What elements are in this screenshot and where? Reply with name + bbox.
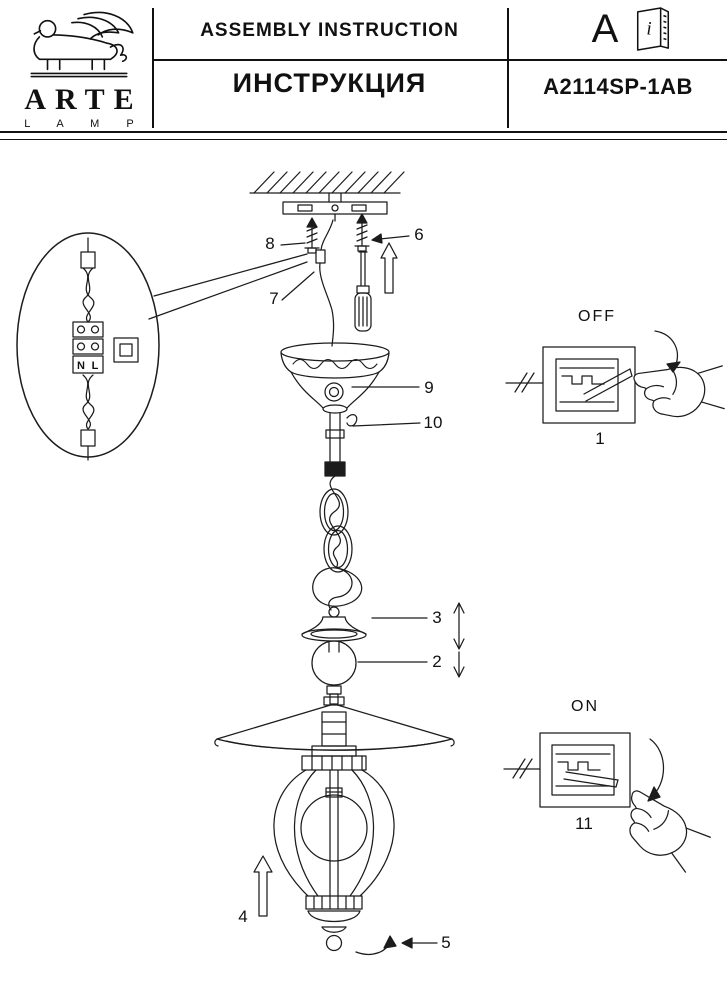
step-label-11: 11 xyxy=(575,814,593,833)
wiring-callout: N L xyxy=(16,232,308,461)
on-label: ON xyxy=(571,698,599,715)
terminal-l-label: L xyxy=(92,360,99,372)
part-label-3: 3 xyxy=(371,602,465,650)
screwdriver xyxy=(354,251,372,332)
flip-direction-arrow-icon xyxy=(647,786,661,802)
svg-text:9: 9 xyxy=(424,378,433,397)
model-number: A2114SP-1AB xyxy=(543,74,693,99)
header-titles: ASSEMBLY INSTRUCTION ИНСТРУКЦИЯ xyxy=(154,0,505,128)
insert-up-arrow-icon xyxy=(380,242,398,294)
switch-on-diagram: ON 11 xyxy=(503,698,713,880)
svg-text:6: 6 xyxy=(414,225,423,244)
part-label-9: 9 xyxy=(351,378,434,397)
brand-subtitle: L A M P xyxy=(24,118,146,130)
part-label-6: 6 xyxy=(371,225,424,244)
winged-lion-logo-icon xyxy=(30,11,134,78)
part-label-2: 2 xyxy=(357,651,465,678)
part-label-5: 5 xyxy=(401,933,451,952)
off-label: OFF xyxy=(578,308,616,325)
book-icon-letter: i xyxy=(647,19,652,40)
supply-wire-part-7 xyxy=(315,219,335,347)
svg-text:3: 3 xyxy=(432,608,441,627)
pointing-hand-icon xyxy=(633,365,725,418)
title-english: ASSEMBLY INSTRUCTION xyxy=(200,20,459,41)
lamp-socket xyxy=(311,711,357,757)
switch-off-diagram: OFF 1 xyxy=(505,308,725,448)
terminal-n-label: N xyxy=(77,360,85,372)
svg-text:2: 2 xyxy=(432,652,441,671)
bottom-finial-part-5 xyxy=(307,910,397,955)
flip-direction-arrow-icon xyxy=(666,361,681,373)
double-insulation-icon xyxy=(113,337,139,363)
rod-part-10 xyxy=(325,412,358,463)
header-bottom-rule-thick xyxy=(0,131,727,133)
screw-part-8 xyxy=(304,217,320,254)
header-middle-rule xyxy=(152,59,727,61)
lift-up-arrow-icon xyxy=(253,855,273,917)
lantern-cage xyxy=(273,755,395,910)
stem-connector xyxy=(326,685,342,705)
light-bulb xyxy=(300,787,368,862)
cord-grip-connector xyxy=(324,461,346,477)
lamp-shade xyxy=(214,696,455,751)
svg-text:8: 8 xyxy=(265,234,274,253)
mounting-bracket xyxy=(282,192,388,222)
chain-and-cord xyxy=(312,475,363,611)
series-letter: A xyxy=(591,7,619,51)
header-bottom-rule-thin xyxy=(0,139,727,140)
assembly-diagram: 8 6 xyxy=(16,171,725,955)
screw-part-6 xyxy=(354,213,370,252)
svg-text:7: 7 xyxy=(269,289,278,308)
part-label-8: 8 xyxy=(265,234,306,253)
ceiling-canopy-part-9 xyxy=(280,342,390,414)
part-label-4: 4 xyxy=(238,907,247,926)
model-block: A i A2114SP-1AB xyxy=(509,0,727,128)
ceiling-hatching xyxy=(249,171,405,194)
trumpet-part-3 xyxy=(301,606,367,653)
brand-name: ARTE xyxy=(24,83,143,116)
info-book-icon: i xyxy=(637,7,670,51)
part-label-7: 7 xyxy=(269,271,315,308)
svg-text:5: 5 xyxy=(441,933,450,952)
brand-logo-block: ARTE L A M P xyxy=(10,6,148,130)
title-russian: ИНСТРУКЦИЯ xyxy=(232,68,427,98)
part-label-10: 10 xyxy=(352,413,443,432)
pointing-hand-icon xyxy=(608,782,713,880)
step-label-1: 1 xyxy=(595,429,604,448)
ball-part-2 xyxy=(311,640,357,686)
header-separator-left xyxy=(152,8,154,128)
terminal-block xyxy=(72,321,104,374)
svg-text:10: 10 xyxy=(424,413,443,432)
header-separator-right xyxy=(507,8,509,128)
